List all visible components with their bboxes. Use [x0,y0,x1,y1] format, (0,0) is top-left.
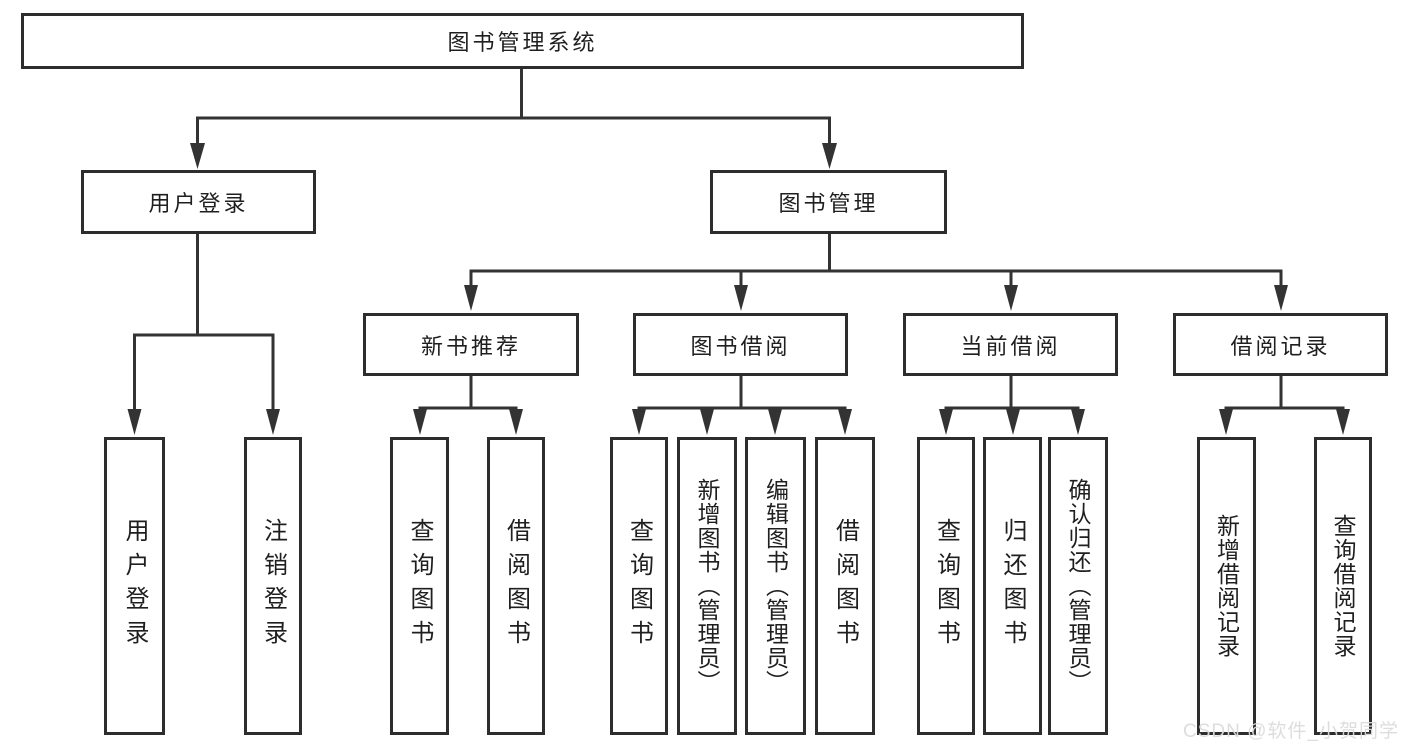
leaf-label: 查询图书 [406,518,433,654]
node-book-borrow: 图书借阅 [633,313,848,376]
leaf-label: 新增图书（管理员） [694,478,720,694]
node-label: 图书借阅 [690,333,791,359]
connector-user-login-children [127,232,280,435]
leaf-label: 查询借阅记录 [1330,514,1356,658]
csdn-watermark: CSDN @软件_小贺同学 [1183,721,1399,742]
connector-borrow-records-children [1219,374,1350,435]
node-label: 借阅记录 [1230,333,1331,359]
leaf-user-login: 用户登录 [104,437,165,735]
leaf-query-borrow-record: 查询借阅记录 [1314,437,1372,735]
leaf-label: 新增借阅记录 [1213,514,1240,658]
leaf-confirm-return-admin: 确认归还（管理员） [1048,437,1108,735]
leaf-label: 确认归还（管理员） [1065,478,1091,694]
node-label: 图书管理系统 [447,30,598,55]
leaf-edit-books-admin: 编辑图书（管理员） [745,437,806,735]
leaf-label: 用户登录 [121,518,148,654]
connector-book-management-children [464,232,1288,311]
leaf-borrow-books-recommend: 借阅图书 [487,437,545,735]
node-user-login: 用户登录 [81,170,316,234]
leaf-query-books-recommend: 查询图书 [390,437,449,735]
node-label: 当前借阅 [960,333,1061,359]
node-borrow-records: 借阅记录 [1173,313,1388,376]
connector-root-to-level2 [190,67,837,169]
leaf-label: 借阅图书 [831,518,859,654]
connector-book-borrow-children [632,374,852,435]
node-label: 新书推荐 [420,333,521,359]
leaf-label: 注销登录 [259,518,287,654]
leaf-query-books-current: 查询图书 [917,437,975,735]
connector-current-borrow-children [939,374,1085,435]
leaf-query-books-borrow: 查询图书 [610,437,668,735]
leaf-return-books: 归还图书 [983,437,1042,735]
node-new-book-recommend: 新书推荐 [363,313,579,376]
leaf-label: 归还图书 [999,518,1026,654]
leaf-label: 借阅图书 [502,518,530,654]
node-book-management: 图书管理 [710,170,947,234]
node-label: 用户登录 [148,191,249,216]
leaf-logout: 注销登录 [244,437,302,735]
node-current-borrow: 当前借阅 [903,313,1118,376]
leaf-label: 编辑图书（管理员） [762,478,789,694]
leaf-label: 查询图书 [625,518,653,654]
connector-new-book-children [413,374,523,435]
leaf-add-books-admin: 新增图书（管理员） [677,437,737,735]
leaf-borrow-books: 借阅图书 [815,437,875,735]
leaf-label: 查询图书 [932,518,960,654]
node-label: 图书管理 [778,191,879,216]
node-library-management-system: 图书管理系统 [21,13,1024,69]
leaf-add-borrow-record: 新增借阅记录 [1197,437,1256,735]
